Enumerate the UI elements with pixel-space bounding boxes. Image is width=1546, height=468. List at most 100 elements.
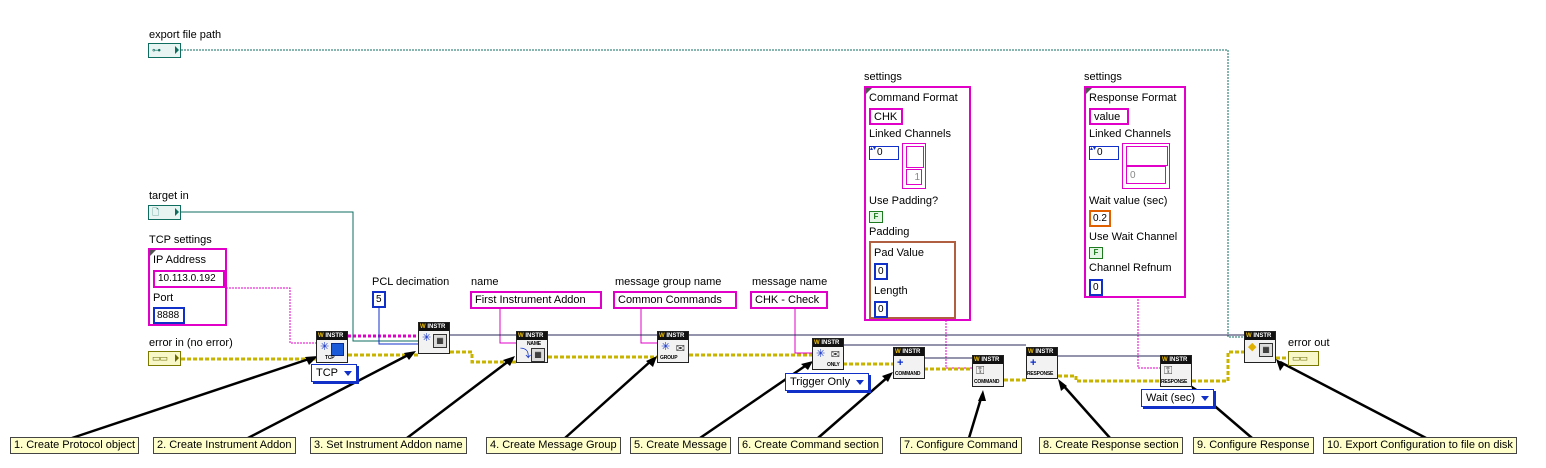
create-protocol-vi[interactable]: W INSTR ✳ TCP bbox=[316, 331, 348, 363]
padding-label: Padding bbox=[869, 226, 910, 238]
step-label-7: 7. Configure Command bbox=[900, 437, 1022, 454]
configure-response-vi[interactable]: W INSTR ⚿ RESPONSE bbox=[1160, 355, 1192, 387]
create-response-vi[interactable]: W INSTR + RESPONSE bbox=[1026, 347, 1058, 379]
response-format-label: Response Format bbox=[1089, 92, 1177, 104]
target-wire bbox=[181, 211, 420, 342]
command-settings-cluster[interactable]: Command Format CHK Linked Channels 0 1 U… bbox=[864, 86, 971, 321]
port-field[interactable]: 8888 bbox=[153, 307, 185, 324]
tcp-settings-cluster[interactable]: IP Address 10.113.0.192 Port 8888 bbox=[148, 248, 227, 326]
step-label-6: 6. Create Command section bbox=[738, 437, 883, 454]
error-out-label: error out bbox=[1288, 337, 1330, 349]
export-configuration-vi[interactable]: W INSTR ◆ ▦ bbox=[1244, 331, 1276, 363]
pcl-wire bbox=[378, 308, 418, 345]
refnum-icon: 🗋 bbox=[152, 207, 160, 217]
channel-refnum-label: Channel Refnum bbox=[1089, 262, 1172, 274]
message-group-name-label: message group name bbox=[615, 276, 722, 288]
envelope-icon: ✉ bbox=[830, 349, 840, 361]
export-file-path-label: export file path bbox=[149, 29, 222, 41]
pad-value-field[interactable]: 0 bbox=[874, 263, 888, 280]
port-label: Port bbox=[153, 292, 174, 304]
create-group-vi[interactable]: W INSTR ✳ ✉ GROUP bbox=[657, 331, 689, 363]
error-cluster-icon: ▭▭ bbox=[1292, 353, 1308, 363]
asterisk-icon: ✳ bbox=[661, 341, 671, 353]
response-settings-wire bbox=[1137, 296, 1160, 369]
chevron-down-icon bbox=[856, 379, 865, 385]
command-format-label: Command Format bbox=[869, 92, 958, 104]
wait-value-field[interactable]: 0.2 bbox=[1089, 210, 1111, 227]
create-addon-vi[interactable]: W INSTR ✳ ▦ bbox=[418, 322, 450, 354]
set-name-vi[interactable]: W INSTR NAME ⤵ ▦ bbox=[516, 331, 548, 363]
asterisk-icon: ✳ bbox=[320, 341, 330, 353]
pcl-decimation-label: PCL decimation bbox=[372, 276, 450, 288]
target-in-terminal[interactable]: 🗋 bbox=[148, 205, 181, 220]
step-label-4: 4. Create Message Group bbox=[486, 437, 621, 454]
wait-type-ring[interactable]: Wait (sec) bbox=[1141, 389, 1215, 407]
step-label-2: 2. Create Instrument Addon bbox=[153, 437, 296, 454]
linked-channels-index[interactable]: 0 bbox=[869, 146, 899, 160]
pad-value-label: Pad Value bbox=[874, 247, 924, 259]
step-label-1: 1. Create Protocol object bbox=[10, 437, 140, 454]
linked-channels-label: Linked Channels bbox=[869, 128, 951, 140]
message-name-wire bbox=[794, 308, 812, 354]
response-settings-cluster[interactable]: Response Format value Linked Channels 0 … bbox=[1084, 86, 1186, 298]
name-label: name bbox=[471, 276, 499, 288]
linked-channels-array[interactable]: 0 bbox=[1122, 143, 1170, 189]
tcp-settings-wire bbox=[226, 287, 316, 344]
protocol-type-ring[interactable]: TCP bbox=[311, 364, 357, 382]
tcp-settings-label: TCP settings bbox=[149, 234, 212, 246]
trigger-type-ring[interactable]: Trigger Only bbox=[785, 373, 870, 391]
plus-icon: + bbox=[897, 357, 904, 369]
command-format-field[interactable]: CHK bbox=[869, 108, 903, 125]
diamond-icon: ◆ bbox=[1248, 341, 1257, 353]
linked-channels-array[interactable]: 1 bbox=[902, 143, 926, 189]
step-label-10: 10. Export Configuration to file on disk bbox=[1323, 437, 1517, 454]
linked-channels-element[interactable]: 1 bbox=[906, 169, 922, 185]
message-group-name-constant[interactable]: Common Commands bbox=[613, 291, 737, 309]
padding-cluster[interactable]: Pad Value 0 Length 0 bbox=[869, 241, 956, 319]
message-name-constant[interactable]: CHK - Check bbox=[750, 291, 828, 309]
export-path-wire bbox=[181, 49, 1245, 338]
name-constant[interactable]: First Instrument Addon bbox=[470, 291, 602, 309]
command-settings-label: settings bbox=[864, 71, 902, 83]
error-in-label: error in (no error) bbox=[149, 337, 233, 349]
set-arrow-icon: ⤵ bbox=[520, 348, 531, 360]
use-wait-channel-toggle[interactable]: F bbox=[1089, 247, 1103, 259]
response-format-field[interactable]: value bbox=[1089, 108, 1129, 125]
length-field[interactable]: 0 bbox=[874, 301, 888, 318]
group-name-wire bbox=[640, 308, 657, 344]
device-icon: ▦ bbox=[531, 348, 545, 362]
step-label-9: 9. Configure Response bbox=[1193, 437, 1314, 454]
ip-address-label: IP Address bbox=[153, 254, 206, 266]
message-name-label: message name bbox=[752, 276, 828, 288]
chevron-down-icon bbox=[344, 370, 352, 376]
ip-address-field[interactable]: 10.113.0.192 bbox=[153, 270, 225, 288]
error-wire bbox=[181, 350, 1290, 383]
export-file-path-terminal[interactable]: ⊶ bbox=[148, 43, 181, 58]
use-padding-toggle[interactable]: F bbox=[869, 211, 883, 223]
step-label-5: 5. Create Message bbox=[630, 437, 731, 454]
envelope-icon: ✉ bbox=[675, 343, 685, 355]
step-label-3: 3. Set Instrument Addon name bbox=[310, 437, 467, 454]
use-wait-channel-label: Use Wait Channel bbox=[1089, 231, 1178, 243]
create-message-vi[interactable]: W INSTR ✳ ✉ ONLY bbox=[812, 338, 844, 370]
step-arrows bbox=[71, 352, 1427, 440]
linked-channels-index[interactable]: 0 bbox=[1089, 146, 1119, 160]
device-icon: ▦ bbox=[1259, 343, 1273, 357]
name-wire bbox=[499, 309, 516, 344]
error-out-terminal[interactable]: ▭▭ bbox=[1288, 351, 1319, 366]
create-command-vi[interactable]: W INSTR + COMMAND bbox=[893, 347, 925, 379]
wait-value-label: Wait value (sec) bbox=[1089, 195, 1168, 207]
linked-channels-element[interactable]: 0 bbox=[1126, 166, 1166, 184]
key-icon: ⚿ bbox=[976, 365, 985, 377]
command-settings-wire bbox=[945, 320, 972, 369]
plus-icon: + bbox=[1030, 357, 1037, 369]
cube-icon bbox=[331, 343, 344, 356]
asterisk-icon: ✳ bbox=[422, 332, 432, 344]
channel-refnum-field[interactable]: 0 bbox=[1089, 279, 1103, 296]
chevron-down-icon bbox=[1201, 395, 1210, 401]
use-padding-label: Use Padding? bbox=[869, 195, 939, 207]
configure-command-vi[interactable]: W INSTR ⚿ COMMAND bbox=[972, 355, 1004, 387]
error-in-terminal[interactable]: ▭▭ bbox=[148, 351, 181, 366]
pcl-decimation-constant[interactable]: 5 bbox=[372, 291, 386, 308]
